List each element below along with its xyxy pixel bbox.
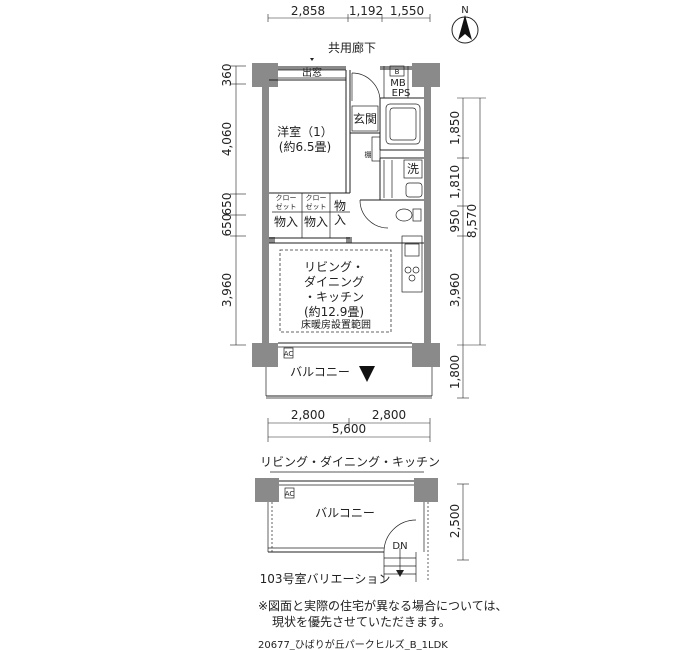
bedroom-size: (約6.5畳)	[279, 139, 331, 154]
storage-3-label-a: 物	[334, 199, 346, 213]
variation-balcony-label: バルコニー	[315, 506, 375, 520]
bay-window: 出窓	[278, 58, 346, 79]
dim-right-3: 950	[448, 210, 462, 233]
bathtub	[385, 103, 421, 145]
dim-right-4: 3,960	[448, 273, 462, 307]
eps-label: EPS	[392, 88, 411, 99]
wash-basin	[405, 182, 423, 198]
dn-label: DN	[392, 541, 407, 552]
variation-ldk-label: リビング・ダイニング・キッチン	[260, 454, 440, 469]
shoe-shelf	[371, 136, 381, 162]
dim-right-2: 1,810	[448, 165, 462, 199]
wash-label: 洗	[407, 162, 419, 176]
kitchen-counter	[401, 235, 423, 293]
bathtub-inner	[389, 107, 417, 141]
ldk-label-2: ダイニング	[304, 274, 364, 289]
entrance-label: 玄関	[353, 111, 377, 126]
mb-label: MB	[390, 78, 406, 89]
left-dimensions: 360 4,060 650 650 3,960	[220, 64, 246, 346]
storage-1-label: 物入	[274, 215, 298, 229]
dim-top-3: 1,550	[390, 4, 424, 18]
corridor-label: 共用廊下	[328, 40, 376, 55]
dim-right-1: 1,850	[448, 111, 462, 145]
entrance-box	[351, 105, 379, 132]
dim-left-1: 360	[220, 64, 234, 87]
storage-3-label-b: 入	[334, 213, 346, 227]
footer-label: 20677_ひばりが丘パークヒルズ_B_1LDK	[258, 638, 448, 650]
walls	[252, 63, 440, 367]
note-line-1: ※図面と実際の住宅が異なる場合については、	[258, 598, 507, 613]
ac-label: AC	[284, 350, 294, 358]
closet-1-label-b: ゼット	[276, 202, 297, 211]
toilet-tank	[412, 208, 422, 222]
top-dimensions: 2,858 1,192 1,550	[267, 4, 431, 22]
balcony-label: バルコニー	[290, 365, 350, 379]
b-label: B	[395, 68, 400, 76]
kitchen-sink	[404, 243, 420, 257]
variation-caption: 103号室バリエーション	[260, 571, 391, 586]
dim-right-total: 8,570	[465, 204, 479, 238]
closet-1-label-a: クロー	[276, 194, 297, 202]
ldk-label-3: ・キッチン	[304, 290, 364, 304]
shoe-shelf-label: 棚	[365, 150, 372, 159]
floor-heating-label: 床暖房設置範囲	[301, 318, 371, 331]
wash-box	[403, 159, 423, 179]
north-arrow-icon: N	[451, 5, 479, 44]
dim-left-5: 3,960	[220, 273, 234, 307]
balcony: AC バルコニー	[265, 342, 433, 399]
dim-top-2: 1,192	[349, 4, 383, 18]
closet-2-label-b: ゼット	[306, 202, 327, 211]
right-dimensions: 1,850 1,810 950 8,570 3,960 1,800	[448, 97, 486, 399]
ldk-size: (約12.9畳)	[304, 304, 364, 319]
dim-top-1: 2,858	[291, 4, 325, 18]
variation-plan: リビング・ダイニング・キッチン AC バルコニー DN 2,500 103号室バ…	[255, 454, 469, 586]
dim-left-4: 650	[220, 214, 234, 237]
bay-window-label: 出窓	[302, 66, 322, 79]
balcony-arrow-icon	[359, 366, 375, 382]
partitions	[269, 66, 424, 244]
bedroom-label: 洋室（1）	[277, 124, 333, 139]
closet-2-label-a: クロー	[306, 194, 327, 202]
variation-dim: 2,500	[448, 504, 462, 538]
bottom-dimensions: 2,800 2,800 5,600	[267, 408, 431, 442]
dim-left-2: 4,060	[220, 122, 234, 156]
dim-left-3: 650	[220, 193, 234, 216]
dim-right-5: 1,800	[448, 355, 462, 389]
dim-bottom-2: 2,800	[372, 408, 406, 422]
dim-bottom-1: 2,800	[291, 408, 325, 422]
toilet	[395, 208, 413, 222]
ldk-label-1: リビング・	[304, 260, 364, 274]
storage-2-label: 物入	[304, 215, 328, 229]
note-line-2: 現状を優先させていただきます。	[272, 615, 451, 629]
floor-heating-area	[279, 249, 392, 333]
dim-bottom-total: 5,600	[332, 422, 366, 436]
north-label: N	[461, 5, 468, 16]
b-box	[389, 65, 405, 77]
variation-ac-label: AC	[285, 490, 295, 498]
